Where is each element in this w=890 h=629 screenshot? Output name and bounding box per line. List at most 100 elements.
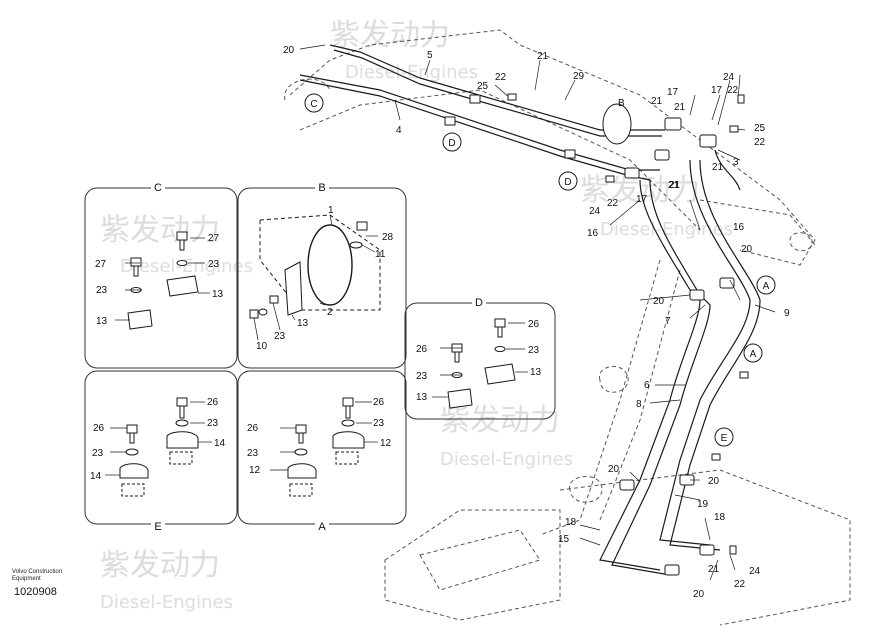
detail-part-label: 13: [212, 289, 224, 300]
watermark-cn: 紫发动力: [100, 548, 220, 583]
detail-part-label: 26: [416, 344, 428, 355]
detail-part-label: 13: [530, 367, 542, 378]
part-number-label: 24: [589, 206, 601, 217]
part-number-label: 16: [733, 222, 745, 233]
box-c-parts: [127, 231, 199, 330]
watermark-en: Diesel-Engines: [600, 219, 733, 240]
detail-part-label: 12: [380, 438, 392, 449]
callout-letter: A: [763, 281, 770, 292]
part-number-label: 18: [565, 517, 577, 528]
part-number-label: 17: [636, 194, 648, 205]
detail-part-label: 23: [274, 331, 286, 342]
part-number-label: 8: [636, 399, 642, 410]
detail-part-label: 26: [373, 397, 385, 408]
part-number-label: 17: [667, 87, 679, 98]
part-number-label: 18: [714, 512, 726, 523]
part-number-label: 22: [495, 72, 507, 83]
part-number-label: 3: [733, 157, 739, 168]
watermark-cn: 紫发动力: [330, 18, 450, 53]
detail-part-label: 27: [95, 259, 107, 270]
detail-part-label: 26: [93, 423, 105, 434]
watermark-en: Diesel-Engines: [440, 449, 573, 470]
document-number: 1020908: [14, 586, 57, 598]
callout-letter: D: [564, 177, 571, 188]
detail-part-label: 13: [297, 318, 309, 329]
part-number-label: 24: [749, 566, 761, 577]
part-number-label: 21: [669, 180, 681, 191]
detail-part-label: 23: [416, 371, 428, 382]
detail-part-label: 23: [208, 259, 220, 270]
detail-box-title: E: [154, 521, 161, 533]
part-number-label: 21: [651, 96, 663, 107]
detail-part-label: 28: [382, 232, 394, 243]
detail-part-label: 23: [96, 285, 108, 296]
callout-markers: [304, 93, 776, 447]
detail-part-label: 23: [528, 345, 540, 356]
detail-part-label: 23: [373, 418, 385, 429]
box-a-parts: [287, 397, 365, 497]
brand-caption: Volvo Construction Equipment: [12, 569, 63, 582]
part-number-label: 25: [477, 81, 489, 92]
detail-box-title: C: [154, 182, 162, 194]
machine-outline: [284, 29, 851, 626]
detail-part-label: 23: [92, 448, 104, 459]
callout-letter: C: [310, 99, 317, 110]
part-number-label: B: [618, 98, 625, 109]
detail-box-title: A: [318, 521, 326, 533]
detail-part-label: 12: [249, 465, 261, 476]
part-number-label: 20: [608, 464, 620, 475]
part-number-label: 19: [697, 499, 709, 510]
box-d-parts: [447, 318, 516, 409]
detail-part-label: 14: [90, 471, 102, 482]
watermark-layer: 紫发动力 Diesel-Engines 紫发动力 Diesel-Engines …: [100, 18, 733, 613]
part-number-label: 21: [708, 564, 720, 575]
hose-fittings: [444, 94, 735, 576]
detail-part-label: 23: [207, 418, 219, 429]
part-number-label: 20: [653, 296, 665, 307]
detail-part-label: 26: [207, 397, 219, 408]
part-number-label: 22: [727, 85, 739, 96]
detail-box-title: B: [318, 182, 325, 194]
box-b-parts: [249, 214, 381, 319]
detail-part-label: 26: [247, 423, 259, 434]
watermark-en: Diesel-Engines: [120, 256, 253, 277]
detail-part-label: 13: [96, 316, 108, 327]
leader-lines: [299, 44, 776, 581]
detail-part-label: 11: [375, 249, 386, 260]
part-number-label: 22: [734, 579, 746, 590]
watermark-cn: 紫发动力: [580, 173, 700, 208]
detail-part-label: 1: [328, 205, 334, 216]
callout-letter: D: [448, 138, 455, 149]
part-number-label: 22: [607, 198, 619, 209]
detail-part-label: 27: [208, 233, 220, 244]
part-number-label: 20: [741, 244, 753, 255]
part-number-label: 16: [587, 228, 599, 239]
part-number-label: 22: [754, 137, 766, 148]
part-number-label: 24: [723, 72, 735, 83]
part-number-label: 29: [573, 71, 585, 82]
part-number-label: 20: [283, 45, 295, 56]
part-number-label: 21: [537, 51, 549, 62]
part-number-label: 7: [665, 316, 671, 327]
part-number-label: 20: [693, 589, 705, 600]
detail-part-label: 2: [327, 307, 333, 318]
part-number-label: 15: [558, 534, 570, 545]
part-number-label: 25: [754, 123, 766, 134]
watermark-cn: 紫发动力: [100, 213, 220, 248]
bolts: [507, 93, 749, 555]
part-number-label: 4: [396, 125, 402, 136]
part-number-label: 5: [427, 50, 433, 61]
callout-letter: A: [750, 349, 757, 360]
detail-part-label: 14: [214, 438, 226, 449]
box-e-parts: [119, 397, 199, 497]
part-number-label: 6: [644, 380, 650, 391]
part-number-label: 9: [784, 308, 790, 319]
watermark-cn: 紫发动力: [440, 403, 560, 438]
watermark-en: Diesel-Engines: [345, 62, 478, 83]
detail-part-label: 26: [528, 319, 540, 330]
detail-part-label: 13: [416, 392, 428, 403]
part-number-label: 21: [668, 180, 680, 191]
